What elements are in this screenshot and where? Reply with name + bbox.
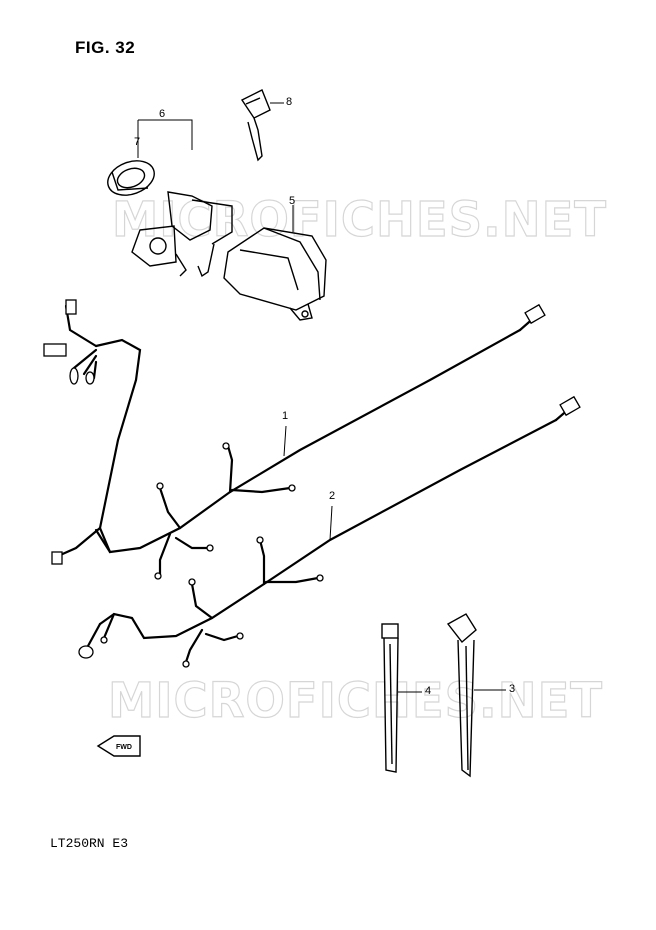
leader-line-1: [283, 425, 287, 457]
harness-1-connectors: [43, 299, 546, 580]
ignition-switch-drawing: [107, 160, 233, 278]
callout-1: 1: [282, 410, 289, 422]
direction-arrow-icon: FWD: [96, 735, 141, 757]
harness-2-connectors: [78, 395, 581, 668]
clamp-band-4-drawing: [381, 623, 399, 773]
ignition-key-drawing: [240, 89, 271, 162]
leader-line-2: [329, 505, 333, 541]
wiring-harness-1-drawing: [56, 304, 538, 576]
callout-3: 3: [509, 683, 516, 695]
callout-7: 7: [134, 136, 141, 148]
figure-title: FIG. 32: [75, 38, 136, 57]
callout-4: 4: [425, 685, 432, 697]
callout-8: 8: [286, 96, 293, 108]
model-code-label: LT250RN E3: [50, 836, 129, 851]
callout-6: 6: [159, 108, 166, 120]
callout-5: 5: [289, 195, 296, 207]
clamp-tie-3-drawing: [446, 613, 477, 778]
fwd-label: FWD: [116, 744, 132, 751]
relay-cover-drawing: [223, 227, 327, 321]
watermark-bottom: MICROFICHES.NET: [108, 673, 603, 729]
watermark-top: MICROFICHES.NET: [112, 192, 607, 248]
leader-line-6: [138, 119, 193, 150]
callout-2: 2: [329, 490, 336, 502]
wiring-harness-2-drawing: [86, 406, 572, 664]
